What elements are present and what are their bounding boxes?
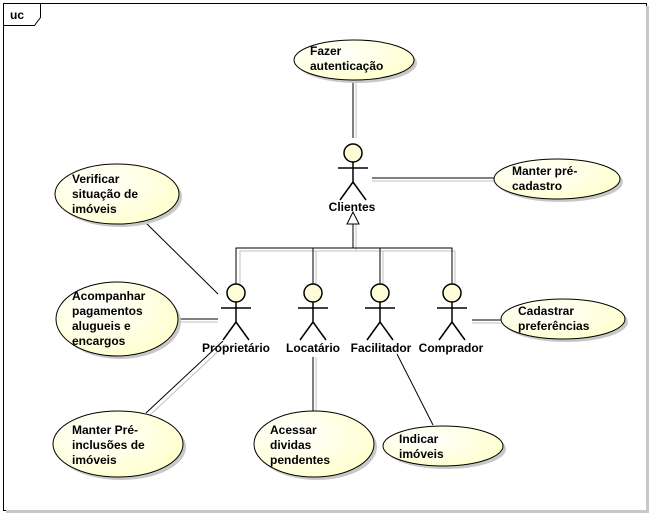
use-case-manter-pre-inclusoes[interactable]: Manter Pré- inclusões de imóveis <box>52 410 186 480</box>
use-case-label: Fazer autenticação <box>310 44 383 73</box>
use-case-label: Acessar dividas pendentes <box>270 423 330 467</box>
use-case-ellipse <box>52 410 184 478</box>
actor-clientes[interactable]: Clientes <box>329 143 376 214</box>
use-case-ellipse <box>253 410 375 478</box>
use-case-label: Verificar situação de imóveis <box>72 172 141 216</box>
frame-label: uc <box>10 8 24 22</box>
actor-head <box>303 283 323 303</box>
actor-body <box>365 302 395 341</box>
generalization-arrowhead <box>346 210 360 225</box>
actor-label: Proprietário <box>202 341 270 355</box>
actor-body <box>437 302 467 341</box>
actor-head <box>370 283 390 303</box>
use-case-ellipse <box>55 281 179 357</box>
generalization <box>235 210 456 287</box>
actor-locatario[interactable]: Locatário <box>286 283 340 355</box>
use-case-verificar-situacao[interactable]: Verificar situação de imóveis <box>54 163 182 227</box>
use-case-label: Manter Pré- inclusões de imóveis <box>72 423 148 467</box>
use-case-ellipse <box>54 163 180 225</box>
use-case-acessar-dividas[interactable]: Acessar dividas pendentes <box>253 410 377 480</box>
use-case-label: Indicar imóveis <box>399 432 444 461</box>
actor-body <box>221 302 251 341</box>
assoc-facilitador-indicar <box>396 353 434 426</box>
diagram-frame: uc <box>3 3 649 513</box>
actor-proprietario[interactable]: Proprietário <box>202 283 270 355</box>
use-case-label: Cadastrar preferências <box>518 304 590 333</box>
use-case-ellipse <box>500 298 626 340</box>
use-case-label: Manter pré- cadastro <box>512 164 581 193</box>
use-case-indicar-imoveis[interactable]: Indicar imóveis <box>382 425 506 469</box>
actor-label: Facilitador <box>351 341 412 355</box>
actor-head <box>442 283 462 303</box>
use-case-acompanhar-pagamentos[interactable]: Acompanhar pagamentos alugueis e encargo… <box>55 281 181 359</box>
associations <box>144 80 502 426</box>
actor-label: Locatário <box>286 341 340 355</box>
use-case-ellipse <box>382 425 504 467</box>
actor-head <box>226 283 246 303</box>
assoc-proprietario-verificar <box>144 221 219 295</box>
assoc-shadow <box>148 343 227 417</box>
use-case-cadastrar-preferencias[interactable]: Cadastrar preferências <box>500 298 628 342</box>
generalization-bus <box>235 247 453 284</box>
actor-facilitador[interactable]: Facilitador <box>351 283 412 355</box>
assoc-proprietario-preinclusoes <box>145 340 224 414</box>
use-case-fazer-autenticacao[interactable]: Fazer autenticação <box>293 39 417 83</box>
use-case-manter-pre-cadastro[interactable]: Manter pré- cadastro <box>493 158 623 202</box>
generalization-shadow <box>239 250 456 287</box>
actor-label: Clientes <box>329 200 376 214</box>
use-case-label: Acompanhar pagamentos alugueis e encargo… <box>72 289 149 348</box>
actor-body <box>338 162 368 201</box>
actor-comprador[interactable]: Comprador <box>419 283 484 355</box>
actor-body <box>298 302 328 341</box>
use-case-ellipse <box>293 39 415 81</box>
actor-label: Comprador <box>419 341 484 355</box>
actor-head <box>343 143 363 163</box>
frame-tab <box>3 3 41 26</box>
use-case-ellipse <box>493 158 621 200</box>
